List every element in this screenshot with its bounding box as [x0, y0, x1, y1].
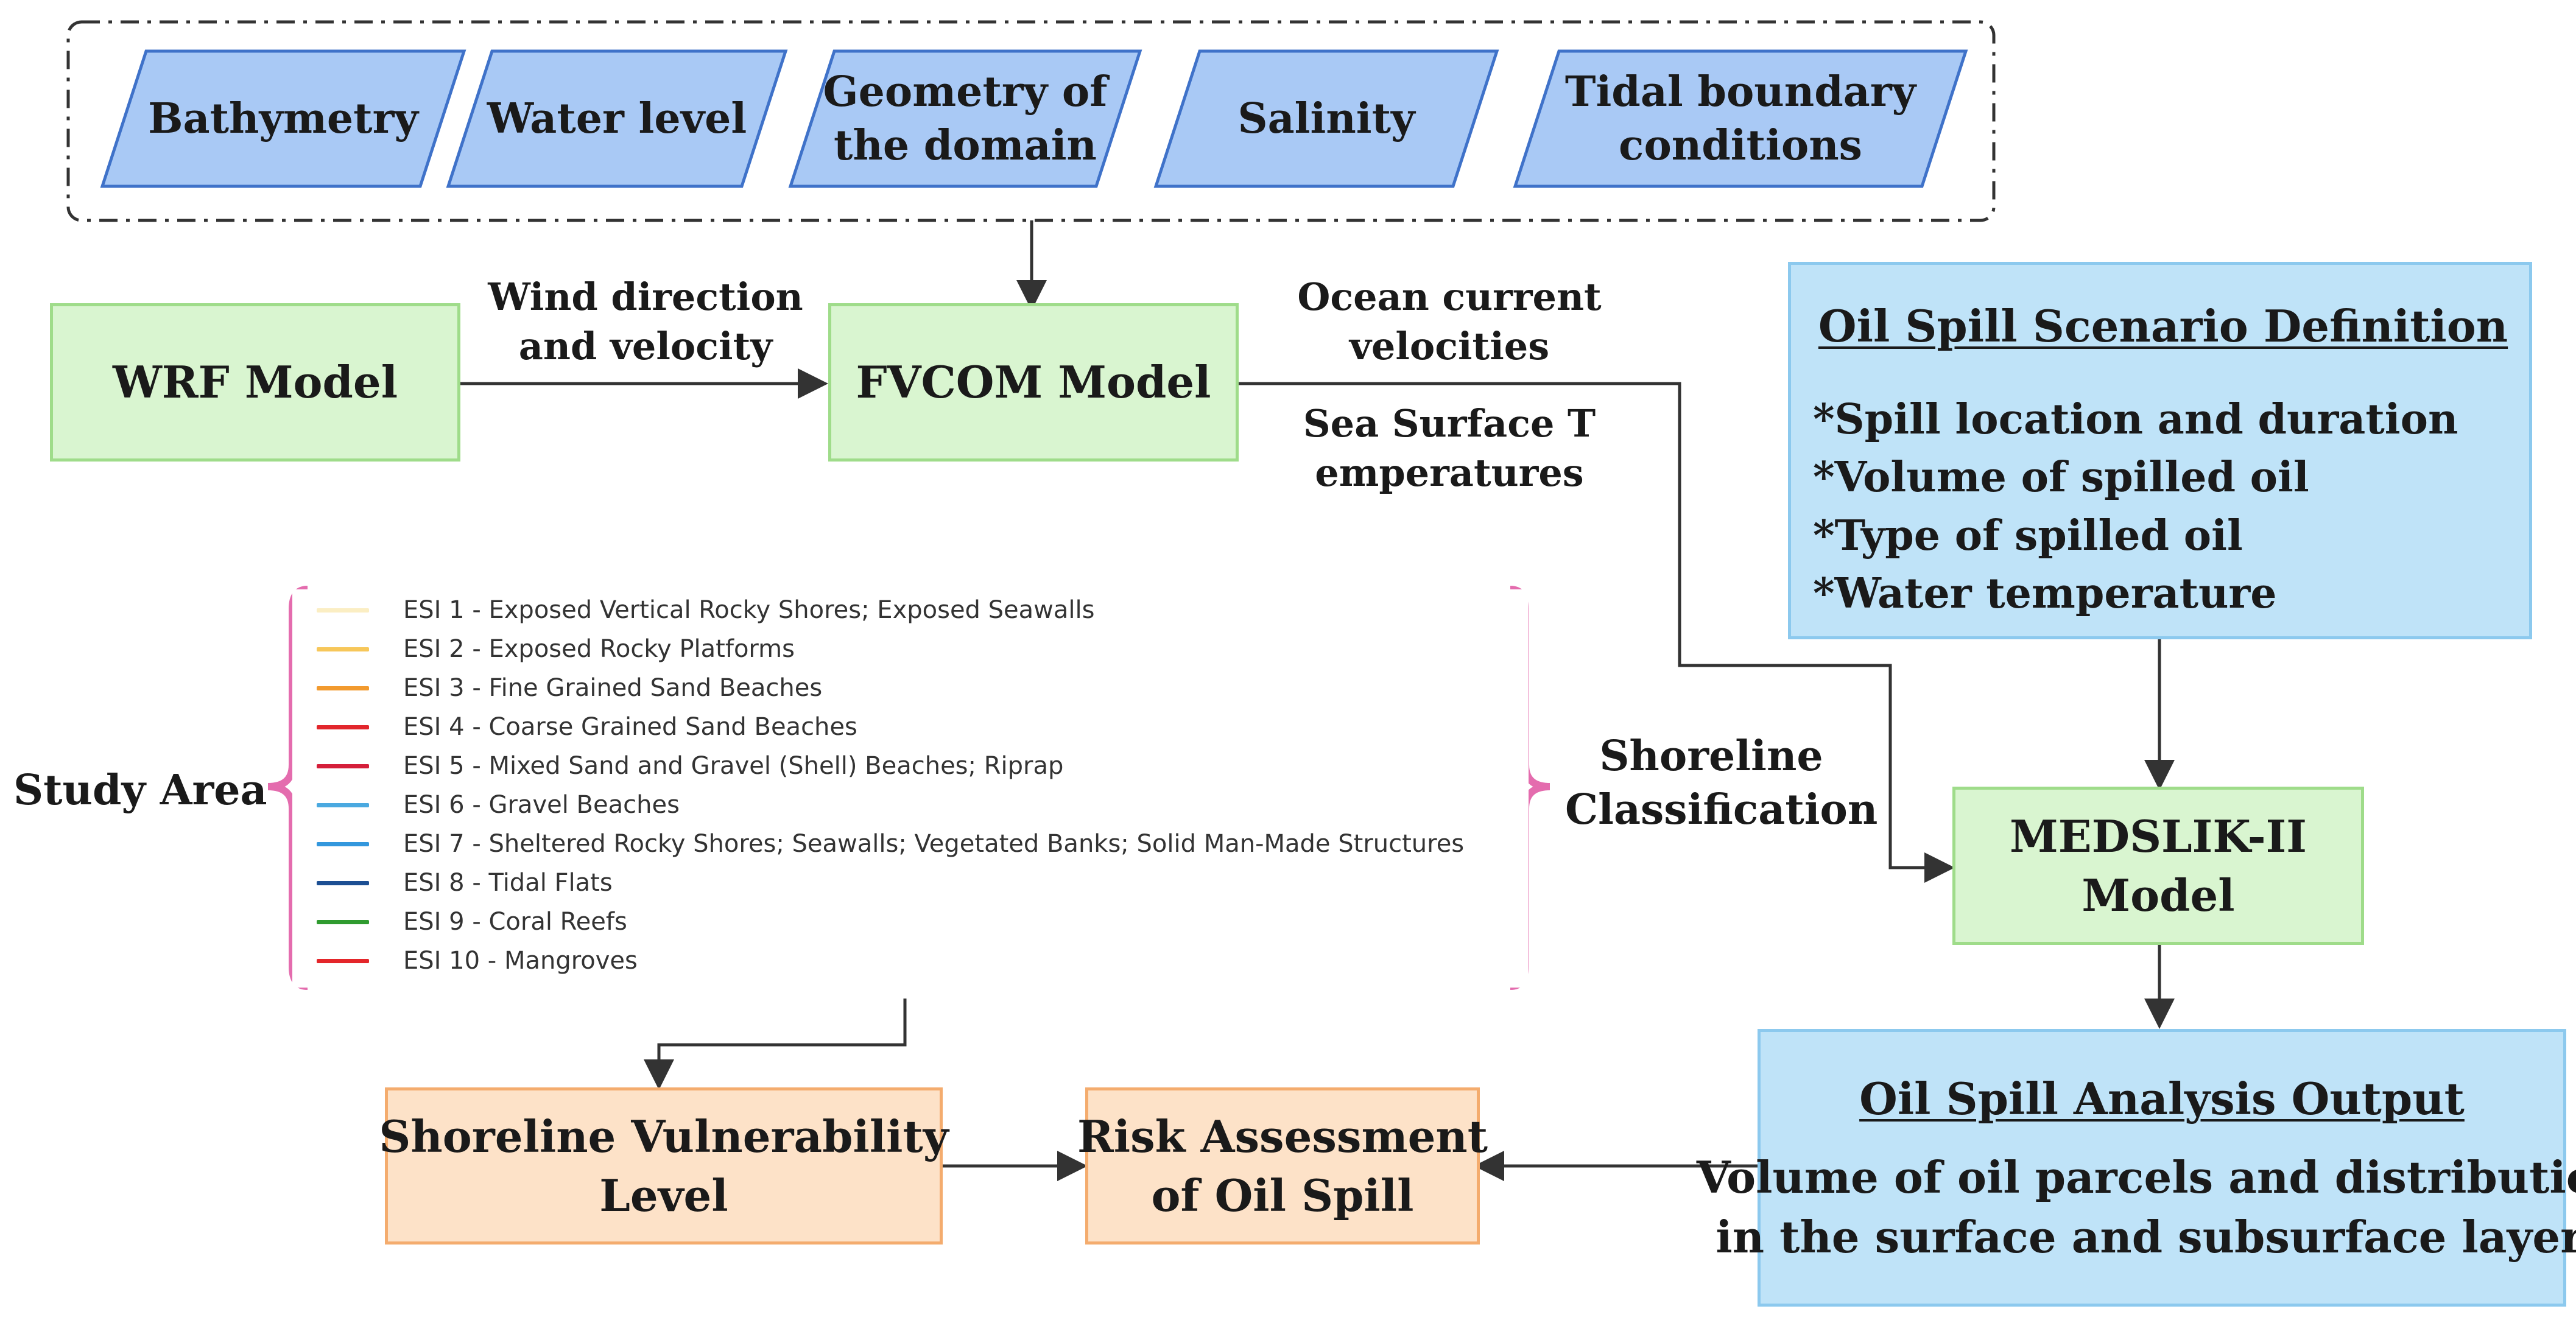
input-bathymetry-shape [100, 49, 466, 188]
legend-swatch [317, 919, 369, 924]
scenario-item: *Water temperature [1813, 569, 2277, 618]
input-salinity: Salinity [1237, 94, 1415, 143]
legend-item: ESI 5 - Mixed Sand and Gravel (Shell) Be… [317, 748, 1063, 784]
input-tidal-shape [1513, 49, 1968, 188]
legend-item: ESI 9 - Coral Reefs [317, 904, 627, 940]
wrf-model-box: WRF Model [50, 303, 460, 462]
sst-label: Sea Surface T emperatures [1303, 401, 1596, 495]
input-tidal: Tidal boundary conditions [1564, 67, 1916, 170]
input-salinity-shape [1153, 49, 1499, 188]
input-group-dashed-frame [66, 20, 1996, 222]
legend-swatch [317, 725, 369, 729]
input-water-level-shape [446, 49, 788, 188]
legend-item: ESI 7 - Sheltered Rocky Shores; Seawalls… [317, 826, 1464, 862]
legend-label: ESI 4 - Coarse Grained Sand Beaches [403, 713, 857, 741]
study-area-label: Study Area [13, 766, 267, 815]
legend-item: ESI 2 - Exposed Rocky Platforms [317, 631, 795, 667]
scenario-definition-box: Oil Spill Scenario Definition *Spill loc… [1788, 262, 2532, 639]
scenario-item: *Spill location and duration [1813, 395, 2458, 444]
legend-label: ESI 6 - Gravel Beaches [403, 791, 680, 819]
legend-label: ESI 5 - Mixed Sand and Gravel (Shell) Be… [403, 752, 1064, 780]
legend-label: ESI 3 - Fine Grained Sand Beaches [403, 674, 823, 702]
shoreline-vulnerability-box: Shoreline Vulnerability Level [379, 1087, 949, 1245]
legend-label: ESI 7 - Sheltered Rocky Shores; Seawalls… [403, 830, 1465, 858]
esi-legend: ESI 1 - Exposed Vertical Rocky Shores; E… [292, 589, 1529, 988]
ocean-current-label: Ocean current velocities [1297, 275, 1602, 368]
scenario-item: *Type of spilled oil [1813, 511, 2243, 560]
legend-item: ESI 8 - Tidal Flats [317, 865, 613, 901]
fvcom-model-box: FVCOM Model [828, 303, 1239, 462]
legend-swatch [317, 647, 369, 651]
output-line: Volume of oil parcels and distribution [1696, 1151, 2576, 1204]
legend-item: ESI 3 - Fine Grained Sand Beaches [317, 670, 822, 706]
output-title: Oil Spill Analysis Output [1859, 1073, 2465, 1125]
output-line: in the surface and subsurface layers [1716, 1210, 2576, 1263]
shoreline-classification-label: Shoreline Classification [1565, 732, 1878, 835]
legend-swatch [317, 686, 369, 690]
input-geometry: Geometry of the domain [823, 67, 1108, 170]
legend-swatch [317, 608, 369, 613]
legend-item: ESI 6 - Gravel Beaches [317, 787, 680, 823]
legend-swatch [317, 880, 369, 885]
wrf-model-label: WRF Model [112, 356, 398, 409]
fvcom-model-label: FVCOM Model [856, 356, 1211, 409]
input-geometry-shape [788, 49, 1142, 188]
risk-assessment-box: Risk Assessment of Oil Spill [1077, 1087, 1488, 1245]
legend-item: ESI 4 - Coarse Grained Sand Beaches [317, 709, 857, 745]
legend-label: ESI 1 - Exposed Vertical Rocky Shores; E… [403, 596, 1095, 624]
legend-label: ESI 2 - Exposed Rocky Platforms [403, 635, 795, 663]
medslik-model-box: MEDSLIK-II Model [1952, 787, 2364, 945]
legend-item: ESI 10 - Mangroves [317, 943, 638, 979]
wind-label: Wind direction and velocity [488, 275, 803, 368]
legend-label: ESI 10 - Mangroves [403, 947, 638, 975]
scenario-item: *Volume of spilled oil [1813, 453, 2309, 502]
legend-label: ESI 9 - Coral Reefs [403, 908, 627, 936]
legend-swatch [317, 764, 369, 768]
legend-swatch [317, 958, 369, 963]
legend-item: ESI 1 - Exposed Vertical Rocky Shores; E… [317, 592, 1094, 628]
input-water-level: Water level [487, 94, 747, 143]
legend-label: ESI 8 - Tidal Flats [403, 869, 613, 897]
scenario-title: Oil Spill Scenario Definition [1818, 300, 2508, 352]
arrow-fvcom-to-medslik [1239, 382, 1955, 883]
legend-swatch [317, 802, 369, 807]
analysis-output-box: Oil Spill Analysis Output Volume of oil … [1697, 1029, 2576, 1307]
arrow-study-to-vulnerability [644, 999, 907, 1090]
legend-swatch [317, 841, 369, 846]
input-bathymetry: Bathymetry [148, 94, 418, 143]
